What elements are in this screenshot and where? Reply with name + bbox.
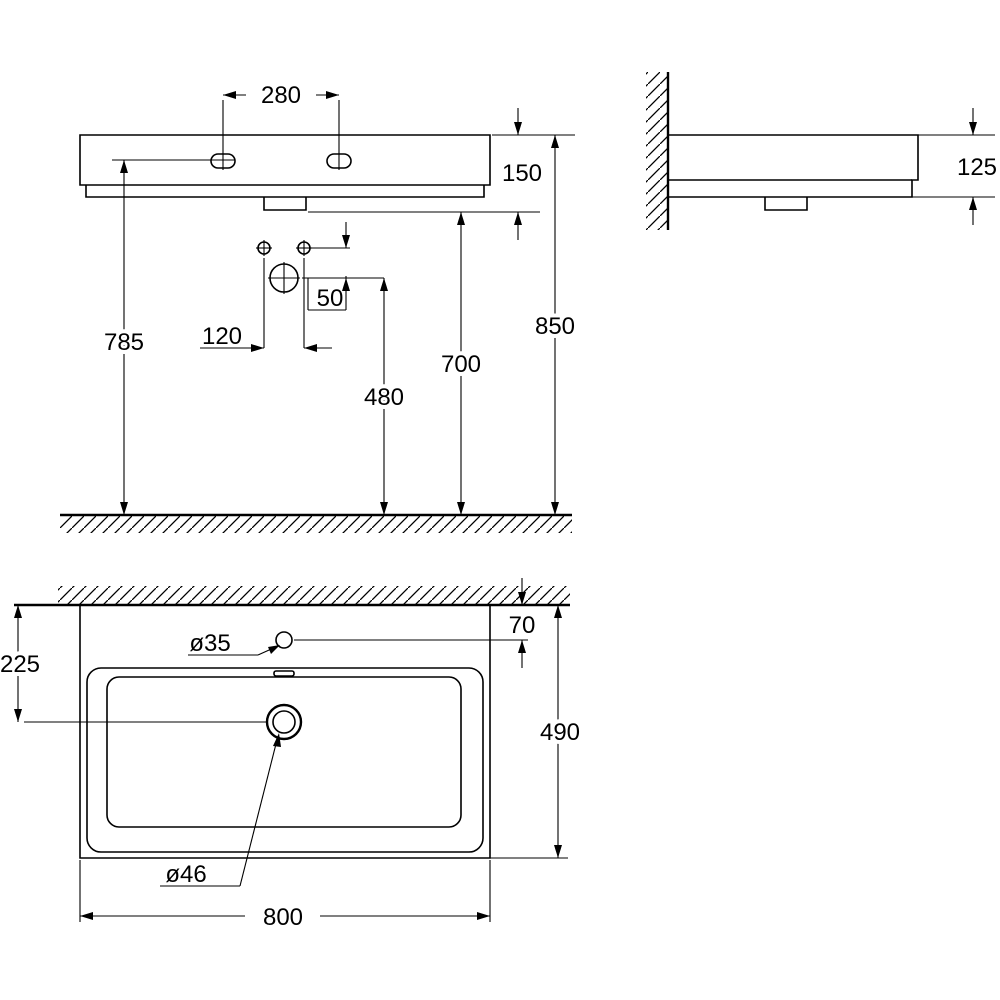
dim-basin-height: 150 [502, 160, 542, 187]
dim-tap-hole-diameter: ø35 [189, 630, 230, 657]
supply-valve-right [296, 240, 312, 256]
dim-width: 800 [263, 904, 303, 931]
drain-top [265, 703, 303, 741]
dim-trap-height: 480 [364, 384, 404, 411]
dim-wall-depth: 225 [0, 651, 40, 678]
dim-drain-diameter: ø46 [165, 861, 206, 888]
trap-outlet [268, 262, 300, 294]
overflow-slot [273, 670, 295, 677]
dim-bottom-height: 700 [441, 351, 481, 378]
floor-hatch [60, 515, 572, 533]
wall-hatch [646, 72, 668, 230]
dim-tap-hole-spacing: 280 [261, 82, 301, 109]
top-view: ø35 70 225 ø46 490 [0, 578, 584, 931]
dim-trap-offset: 50 [317, 285, 344, 312]
dim-depth: 490 [540, 719, 580, 746]
top-wall-hatch [58, 586, 570, 604]
front-view: 280 150 50 [60, 82, 579, 533]
basin-bowl [106, 676, 462, 828]
basin-front-outline [79, 134, 491, 186]
basin-top-outline [79, 605, 491, 859]
drain-stub [263, 197, 307, 211]
side-view: 125 [646, 72, 997, 230]
basin-side-outline [668, 134, 919, 198]
dim-side-height: 125 [957, 154, 997, 181]
tap-hole-top [275, 631, 293, 649]
dim-tap-hole-depth: 70 [509, 612, 536, 639]
drain-side-stub [764, 197, 808, 211]
dim-total-height: 850 [535, 313, 575, 340]
supply-valve-left [256, 240, 272, 256]
basin-front-base [85, 185, 485, 198]
dim-supply-spacing: 120 [202, 323, 242, 350]
dim-overflow-height: 785 [104, 329, 144, 356]
basin-rim [86, 667, 484, 853]
